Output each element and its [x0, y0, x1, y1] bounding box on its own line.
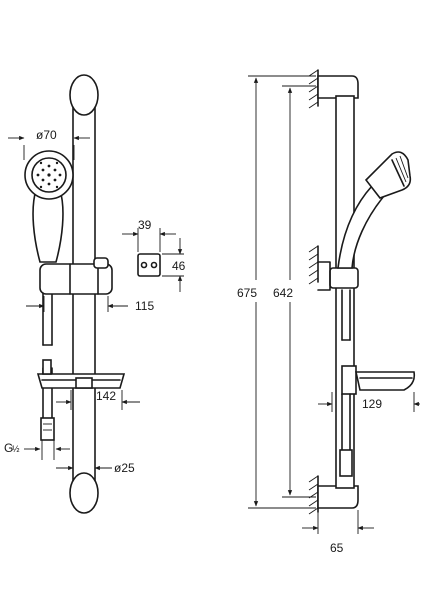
head-diameter-label: ø70: [36, 128, 57, 142]
hose-thread-label: G: [4, 441, 13, 455]
side-slider: [329, 267, 359, 289]
top-end-cap: [69, 74, 99, 116]
slider-projection-label: 115: [135, 299, 154, 313]
dim-head-diameter: ø70: [8, 128, 90, 160]
bottom-bracket: [317, 485, 359, 509]
holder-width-label: 39: [138, 218, 152, 232]
dim-soap-dish-right: 129: [318, 392, 420, 412]
rail-side: [335, 95, 355, 489]
slider-holder: [39, 257, 113, 295]
dim-hose-thread: G ½: [4, 440, 70, 460]
shower-hose-side: [339, 289, 353, 477]
wall-offset-label: 65: [330, 541, 344, 555]
soap-dish-side: [341, 365, 416, 395]
holder-detail: 39 46: [122, 218, 186, 292]
rail-diameter-label: ø25: [114, 461, 135, 475]
dim-soap-dish-left: 142: [56, 389, 140, 410]
top-bracket: [317, 75, 359, 99]
hand-shower: [24, 150, 74, 263]
front-view: ø70 115 142 G ½: [4, 74, 154, 514]
soap-dish-left-label: 142: [96, 389, 116, 403]
dim-bracket-spacing: 642: [273, 85, 316, 498]
wall-hatch-middle: [308, 245, 319, 285]
soap-dish-right-label: 129: [362, 397, 382, 411]
dim-total-height: 675: [237, 75, 316, 509]
total-height-label: 675: [237, 286, 257, 300]
hand-shower-side: [337, 151, 412, 269]
dim-rail-diameter: ø25: [56, 456, 135, 476]
bracket-spacing-label: 642: [273, 286, 293, 300]
bottom-end-cap: [69, 472, 99, 514]
soap-dish-front: [36, 359, 126, 389]
dim-slider-projection: 115: [26, 296, 154, 313]
hose-thread-fraction: ½: [12, 444, 20, 454]
side-view: 675 642 129 65: [237, 69, 420, 555]
spray-nozzles: [36, 161, 62, 189]
dim-wall-offset: 65: [302, 510, 374, 555]
holder-height-label: 46: [172, 259, 186, 273]
